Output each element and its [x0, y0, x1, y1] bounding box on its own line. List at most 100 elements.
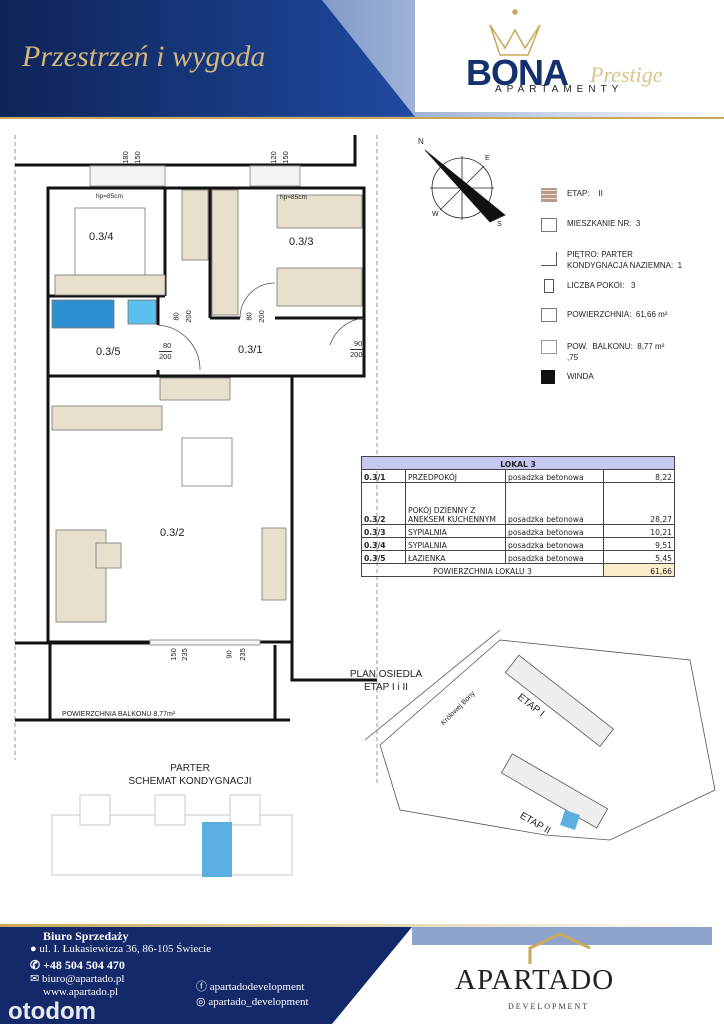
- compass-w: W: [432, 211, 439, 218]
- door-dim: 80: [163, 341, 172, 350]
- legend-rooms: LICZBA POKOI: 3: [567, 281, 636, 290]
- header-background: [0, 0, 724, 119]
- footer-background: [0, 924, 724, 1024]
- facebook-icon: ⓕ: [196, 981, 210, 993]
- door-dim: 200: [350, 349, 363, 359]
- cell-floor: posadzka betonowa: [505, 469, 604, 483]
- compass-icon: [424, 149, 506, 223]
- site-title-2: ETAP I i II: [363, 682, 409, 693]
- window-dim: 120: [268, 151, 278, 164]
- instagram[interactable]: ◎ apartado_development: [196, 996, 309, 1009]
- door-dim: 200: [159, 351, 172, 361]
- door-dim: 200: [256, 310, 266, 323]
- door-dim: 90: [354, 339, 363, 348]
- cell-area: 10,21: [603, 524, 675, 538]
- window-height-label: hp=85cm: [280, 194, 307, 201]
- footer: Biuro Sprzedaży ● ul. I. Łukasiewicza 36…: [0, 924, 724, 1024]
- cell-area: 5,45: [603, 550, 675, 564]
- email-text: biuro@apartado.pl: [41, 973, 125, 985]
- room-0-3-5: 0.3/5: [96, 346, 121, 358]
- phone-text: +48 504 504 470: [43, 958, 125, 972]
- email[interactable]: ✉ biuro@apartado.pl: [30, 973, 125, 986]
- cell-no: 0.3/5: [361, 550, 406, 564]
- legend-apartment-no: MIESZKANIE NR: 3: [567, 219, 641, 228]
- facebook[interactable]: ⓕ apartadodevelopment: [196, 981, 304, 994]
- legend-area: POWIERZCHNIA: 61,66 m²: [567, 310, 668, 319]
- schema-title: PARTER SCHEMAT KONDYGNACJI: [110, 762, 270, 788]
- window-dim: 180: [120, 151, 130, 164]
- room-0-3-3: 0.3/3: [289, 236, 314, 248]
- floor-plan: [14, 135, 716, 877]
- address-text: ul. I. Łukasiewicza 36, 86-105 Świecie: [39, 943, 212, 955]
- compass-e: E: [485, 155, 490, 162]
- facebook-text: apartadodevelopment: [209, 981, 305, 993]
- stairs-icon: [541, 252, 557, 266]
- total-label: POWIERZCHNIA LOKALU 3: [361, 563, 604, 577]
- legend-level: KONDYGNACJA NAZIEMNA: 1: [567, 261, 683, 270]
- brand-logo: BONA: [466, 52, 569, 93]
- site-title-1: PLAN OSIEDLA: [349, 669, 423, 680]
- cell-floor: posadzka betonowa: [505, 537, 604, 551]
- door-dim: 80: [244, 312, 254, 321]
- room-0-3-2: 0.3/2: [160, 527, 185, 539]
- address: ● ul. I. Łukasiewicza 36, 86-105 Świecie: [30, 943, 211, 956]
- total-value: 61,66: [603, 563, 675, 577]
- room-0-3-4: 0.3/4: [89, 231, 114, 243]
- cell-floor: posadzka betonowa: [505, 524, 604, 538]
- cell-name: PRZEDPOKÓJ: [405, 469, 506, 483]
- compass-s: S: [497, 221, 502, 228]
- balcony-door-dim: 150: [168, 648, 178, 661]
- table-title: LOKAL 3: [361, 456, 675, 470]
- cell-name: ŁAZIENKA: [405, 550, 506, 564]
- office-title: Biuro Sprzedaży: [43, 929, 129, 943]
- furniture: [51, 189, 363, 623]
- cell-name-line1: POKÓJ DZIENNY Z: [408, 506, 476, 515]
- balcony-door-dim: 235: [179, 648, 189, 661]
- door-dim: 200: [183, 310, 193, 323]
- cell-area: 28,27: [603, 482, 675, 525]
- location-icon: ●: [30, 943, 40, 955]
- brand-logo-sub: Prestige: [590, 62, 663, 87]
- website[interactable]: www.apartado.pl: [43, 986, 119, 998]
- cell-no: 0.3/2: [361, 482, 406, 525]
- site-plan-diagram: [364, 629, 716, 841]
- apartado-logo-sub: DEVELOPMENT: [508, 1002, 590, 1011]
- phone[interactable]: ✆ +48 504 504 470: [30, 958, 125, 972]
- window-height-label: hp=85cm: [96, 193, 123, 200]
- window-dim: 150: [132, 151, 142, 164]
- cell-no: 0.3/1: [361, 469, 406, 483]
- balcony-icon: [541, 340, 557, 354]
- cell-floor: posadzka betonowa: [505, 550, 604, 564]
- floorplan-icon: [541, 308, 557, 322]
- door-dim: 80: [171, 312, 181, 321]
- room-0-3-1: 0.3/1: [238, 344, 263, 356]
- window-dim: 150: [280, 151, 290, 164]
- brick-icon: [541, 188, 557, 202]
- elevator-icon: [541, 370, 555, 384]
- mail-icon: ✉: [30, 973, 42, 985]
- apartado-house-icon: [528, 932, 591, 964]
- apartado-logo: APARTADO: [455, 964, 615, 996]
- otodom-watermark: otodom: [8, 998, 96, 1025]
- balcony-area-label: POWIERZCHNIA BALKONU 8,77m²: [62, 711, 176, 718]
- legend-elevator: WINDA: [567, 372, 594, 381]
- header-banner: Przestrzeń i wygoda BONA Prestige APARTA…: [0, 0, 724, 120]
- cell-no: 0.3/3: [361, 524, 406, 538]
- cell-area: 8,22: [603, 469, 675, 483]
- floorplan-icon: [541, 218, 557, 232]
- site-plan-title: PLAN OSIEDLA ETAP I i II: [336, 668, 436, 694]
- balcony-door-dim: 90: [224, 650, 234, 659]
- legend-balcony: POW. BALKONU: 8,77 m²: [567, 342, 665, 351]
- compass-n: N: [418, 137, 424, 146]
- cell-name-line2: ANEKSEM KUCHENNYM: [408, 515, 496, 524]
- header-tagline: Przestrzeń i wygoda: [22, 40, 266, 73]
- phone-icon: ✆: [30, 958, 44, 972]
- legend-floor: PIĘTRO: PARTER: [567, 250, 633, 259]
- cell-name: SYPIALNIA: [405, 524, 506, 538]
